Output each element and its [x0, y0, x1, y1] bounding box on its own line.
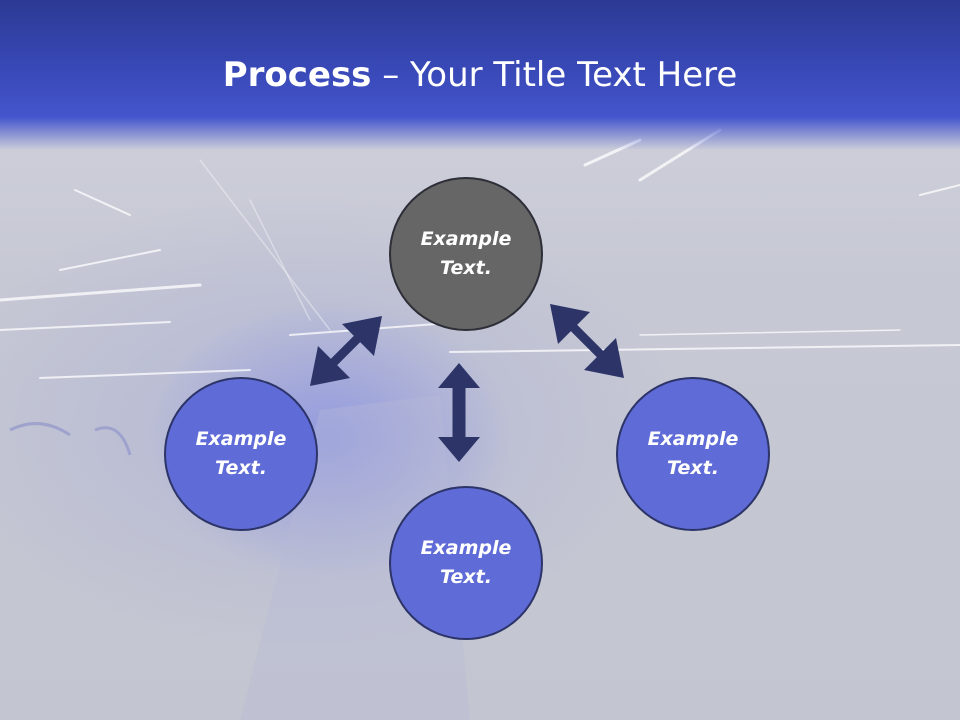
title-rest: – Your Title Text Here — [371, 55, 738, 95]
node-left-label: Example Text. — [195, 428, 287, 479]
arrow-center-vertical — [438, 363, 480, 462]
arrow-top-right — [550, 304, 624, 378]
arrow-top-left — [310, 316, 382, 386]
slide-title: Process – Your Title Text Here — [0, 50, 960, 100]
node-left: Example Text. — [164, 377, 318, 531]
slide-header — [0, 0, 960, 150]
node-top: Example Text. — [389, 177, 543, 331]
node-bottom: Example Text. — [389, 486, 543, 640]
node-right: Example Text. — [616, 377, 770, 531]
node-top-label: Example Text. — [420, 228, 512, 279]
title-bold: Process — [222, 55, 372, 95]
node-right-label: Example Text. — [647, 428, 739, 479]
node-bottom-label: Example Text. — [420, 537, 512, 588]
